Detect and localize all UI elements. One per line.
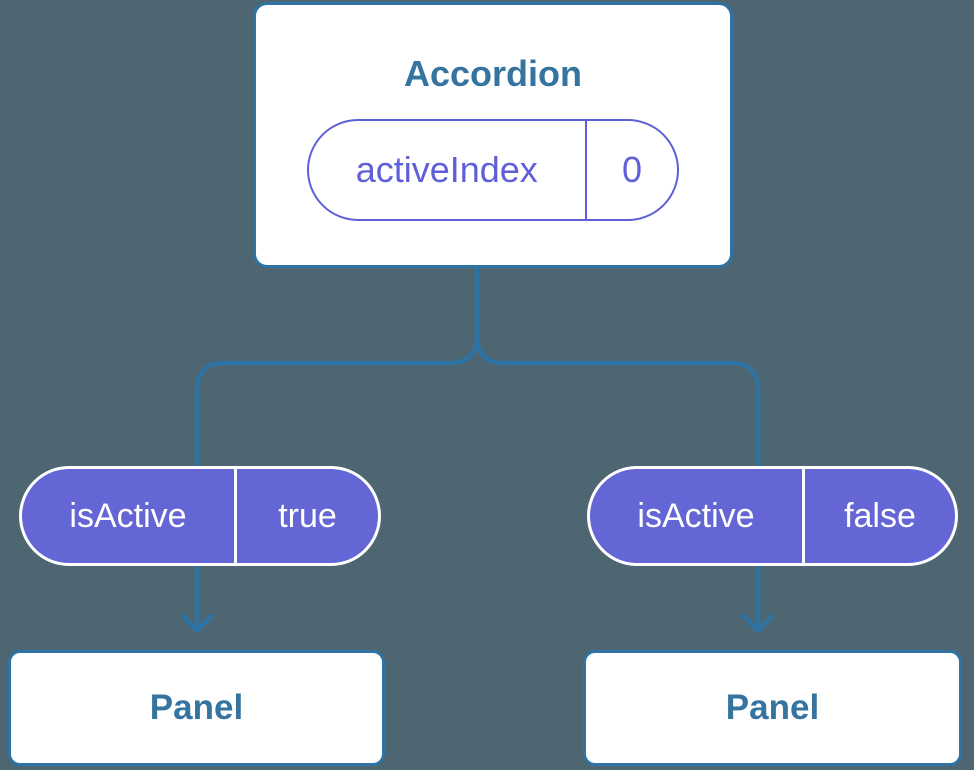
state-pill-activeindex: activeIndex 0 — [307, 119, 679, 221]
prop-pill-isactive-false: isActive false — [587, 466, 958, 566]
panel-component-node-right: Panel — [583, 650, 962, 766]
accordion-component-node: Accordion activeIndex 0 — [253, 2, 733, 268]
prop-pill-name: isActive — [637, 496, 755, 535]
prop-pill-name: isActive — [69, 496, 187, 535]
prop-pill-divider — [234, 469, 237, 563]
prop-pill-value: false — [844, 496, 916, 535]
connector-left-branch — [194, 261, 480, 632]
panel-component-node-left: Panel — [8, 650, 385, 766]
accordion-title: Accordion — [403, 53, 582, 94]
state-pill-name: activeIndex — [355, 149, 538, 190]
arrowhead-right-icon — [741, 613, 775, 634]
connector-right-branch — [474, 333, 761, 632]
panel-title: Panel — [149, 688, 244, 727]
arrowhead-left-icon — [180, 613, 214, 634]
state-pill-divider — [584, 121, 587, 219]
prop-pill-value: true — [278, 496, 337, 535]
panel-title: Panel — [725, 688, 820, 727]
prop-pill-divider — [802, 469, 805, 563]
state-pill-value: 0 — [621, 149, 643, 190]
prop-pill-isactive-true: isActive true — [19, 466, 381, 566]
